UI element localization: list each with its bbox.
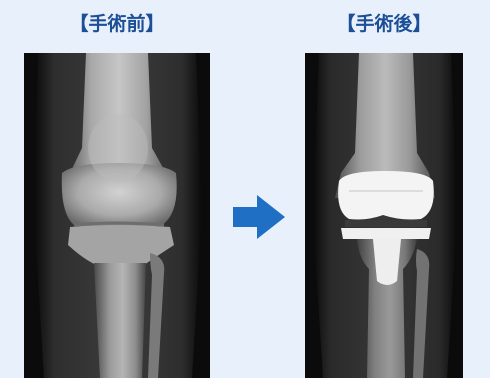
after-surgery-xray-image <box>305 53 463 378</box>
after-xray-drawing <box>305 53 463 378</box>
arrow-right-icon <box>233 195 285 239</box>
before-surgery-label: 【手術前】 <box>69 13 165 35</box>
after-surgery-label: 【手術後】 <box>336 13 432 35</box>
before-surgery-xray-image <box>24 53 210 378</box>
before-xray-drawing <box>24 53 210 378</box>
